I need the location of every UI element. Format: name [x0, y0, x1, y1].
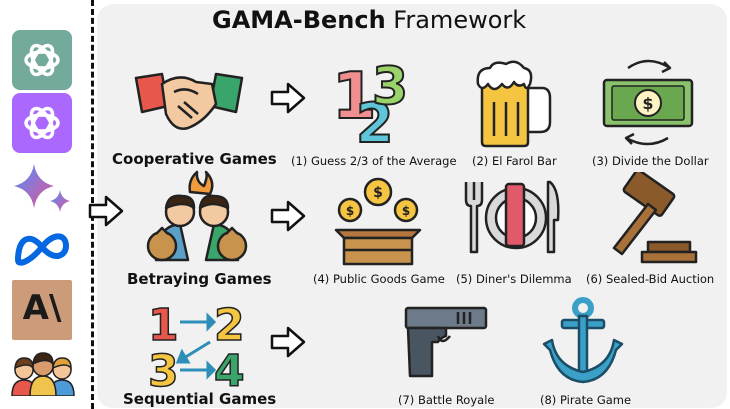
gpt-icon — [12, 30, 72, 90]
category-cooperative: Cooperative Games — [112, 150, 277, 168]
category-betraying: Betraying Games — [127, 270, 272, 288]
game-2-label: (2) El Farol Bar — [472, 154, 557, 168]
svg-text:3: 3 — [148, 346, 179, 390]
anthropic-logo-text: A\ — [22, 288, 62, 328]
svg-text:3: 3 — [372, 57, 408, 117]
svg-text:2: 2 — [356, 92, 394, 146]
game-8-label: (8) Pirate Game — [540, 393, 632, 407]
svg-text:$: $ — [346, 204, 354, 218]
gavel-icon — [612, 172, 698, 264]
game-5-label: (5) Diner's Dilemma — [456, 272, 572, 286]
models-arrow-icon — [88, 195, 124, 227]
anchor-icon — [542, 297, 624, 384]
betraying-arrow-icon — [270, 200, 306, 232]
dollar-bill-icon: $ — [602, 59, 694, 146]
anthropic-icon: A\ — [12, 280, 72, 340]
beer-mug-icon — [476, 60, 552, 148]
betray-people-icon — [146, 170, 248, 262]
game-4-label: (4) Public Goods Game — [313, 272, 445, 286]
svg-text:2: 2 — [214, 300, 245, 351]
game-3-label: (3) Divide the Dollar — [592, 154, 709, 168]
svg-text:1: 1 — [148, 300, 179, 351]
page-title: GAMA-Bench Framework — [212, 6, 527, 34]
handshake-icon — [134, 72, 244, 130]
cooperative-arrow-icon — [270, 82, 306, 114]
category-sequential: Sequential Games — [123, 390, 277, 408]
sequence-1234-icon: 1 2 3 4 — [147, 299, 245, 390]
game-1-label: (1) Guess 2/3 of the Average — [291, 154, 457, 168]
human-icon — [10, 346, 76, 397]
pistol-icon — [404, 306, 488, 378]
numbers-123-icon: 1 2 3 — [331, 56, 409, 146]
svg-text:$: $ — [402, 204, 410, 218]
gpt4-icon — [12, 93, 72, 153]
svg-text:$: $ — [373, 185, 383, 201]
game-6-label: (6) Sealed-Bid Auction — [586, 272, 715, 286]
svg-text:$: $ — [642, 94, 653, 113]
gemini-icon — [10, 160, 74, 220]
game-7-label: (7) Battle Royale — [398, 393, 495, 407]
dinner-plate-icon — [464, 180, 560, 254]
svg-text:4: 4 — [214, 346, 245, 390]
public-goods-box-icon: $ $ $ — [334, 177, 422, 266]
sequential-arrow-icon — [270, 326, 306, 358]
meta-icon — [10, 222, 74, 272]
svg-text:1: 1 — [332, 60, 377, 134]
